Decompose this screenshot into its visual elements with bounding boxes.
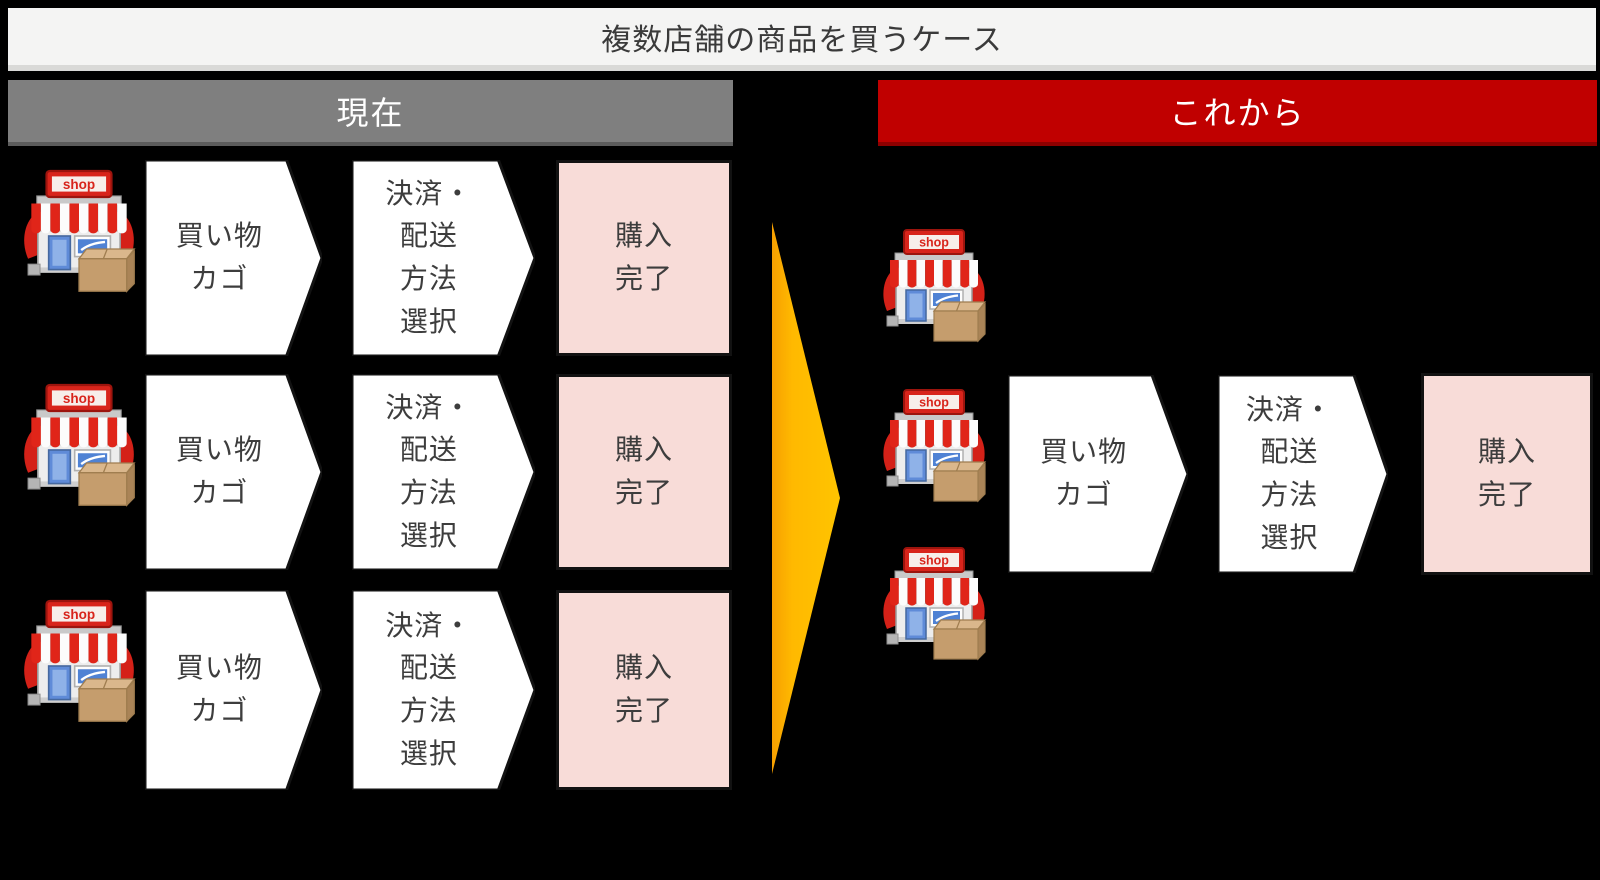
current-section-label: 現在: [336, 95, 405, 131]
checkout-step: 決済・ 配送 方法 選択: [1218, 375, 1388, 573]
shop-icon: [874, 386, 994, 514]
purchase-complete-step: 購入 完了: [556, 160, 732, 356]
cart-step: 買い物 カゴ: [145, 374, 322, 570]
checkout-step: 決済・ 配送 方法 選択: [352, 374, 535, 570]
checkout-step: 決済・ 配送 方法 選択: [352, 160, 535, 356]
purchase-complete-step: 購入 完了: [1421, 373, 1593, 575]
cart-step-label: 買い物 カゴ: [175, 652, 263, 726]
shop-icon: [874, 544, 994, 672]
shop-icon: [14, 380, 144, 520]
purchase-complete-label: 購入 完了: [614, 434, 673, 508]
shop-icon: [14, 596, 144, 736]
purchase-complete-step: 購入 完了: [556, 590, 732, 790]
shop-icon: [874, 226, 994, 354]
future-section-header: これから: [878, 80, 1597, 146]
checkout-step-label: 決済・ 配送 方法 選択: [385, 391, 473, 551]
purchase-complete-step: 購入 完了: [556, 374, 732, 570]
cart-step-label: 買い物 カゴ: [175, 434, 263, 508]
checkout-step-label: 決済・ 配送 方法 選択: [1245, 393, 1333, 553]
purchase-complete-label: 購入 完了: [614, 220, 673, 294]
checkout-step-label: 決済・ 配送 方法 選択: [385, 177, 473, 337]
cart-step: 買い物 カゴ: [1008, 375, 1188, 573]
transition-arrow-icon: [772, 222, 840, 774]
future-section-label: これから: [1169, 95, 1306, 131]
checkout-step-label: 決済・ 配送 方法 選択: [385, 609, 473, 769]
shop-icon: [14, 166, 144, 306]
cart-step-label: 買い物 カゴ: [175, 220, 263, 294]
checkout-step: 決済・ 配送 方法 選択: [352, 590, 535, 790]
page-title: 複数店舗の商品を買うケース: [601, 23, 1003, 57]
cart-step-label: 買い物 カゴ: [1040, 436, 1128, 510]
cart-step: 買い物 カゴ: [145, 160, 322, 356]
purchase-complete-label: 購入 完了: [614, 652, 673, 726]
purchase-complete-label: 購入 完了: [1477, 436, 1536, 510]
cart-step: 買い物 カゴ: [145, 590, 322, 790]
current-section-header: 現在: [8, 80, 733, 146]
title-banner: 複数店舗の商品を買うケース: [8, 8, 1596, 71]
